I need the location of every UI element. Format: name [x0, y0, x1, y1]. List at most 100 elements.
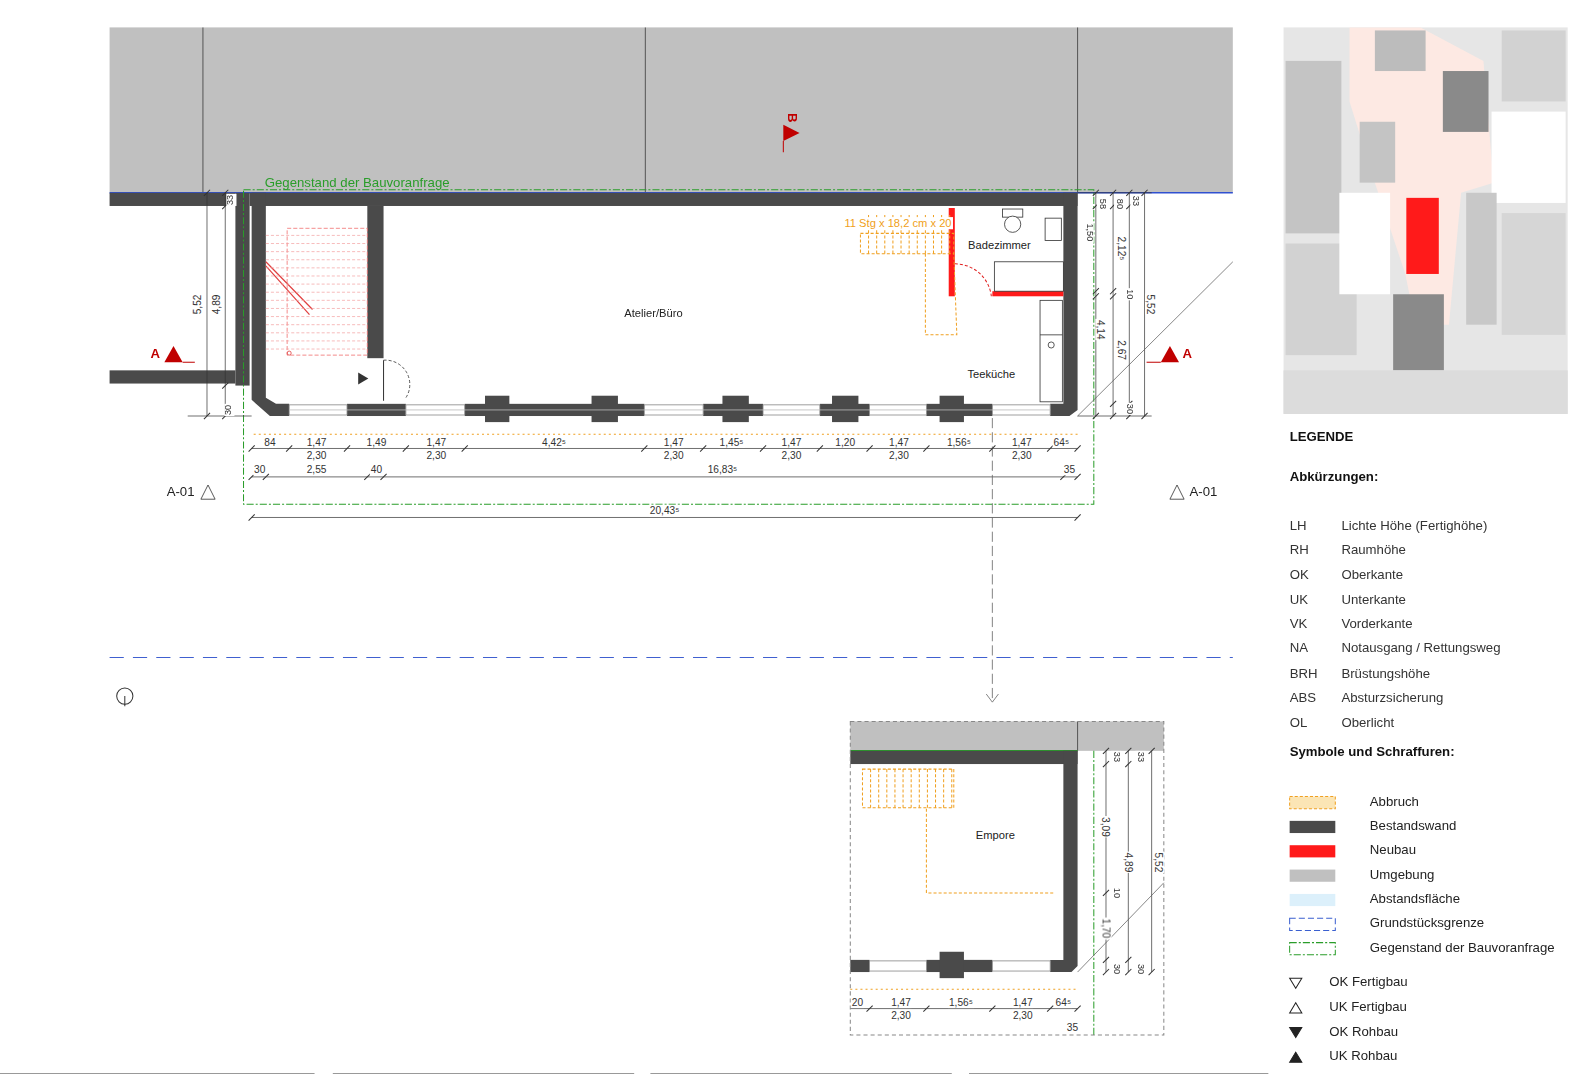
plan-label: Abkürzungen:: [1290, 470, 1379, 485]
plan-detail: [1093, 190, 1099, 196]
plan-detail: [266, 349, 367, 350]
plan-detail: [1110, 288, 1116, 294]
plan-label: Raumhöhe: [1341, 543, 1406, 558]
plan-detail: [919, 769, 920, 808]
plan-detail: [1149, 748, 1155, 754]
plan-label: Absturzsicherung: [1341, 691, 1443, 706]
legend-swatch: [1290, 894, 1336, 906]
plan-label: Oberkante: [1341, 568, 1403, 583]
plan-detail: [266, 284, 367, 285]
legend-swatch: [1290, 797, 1336, 809]
dimension-label: 30: [1124, 403, 1134, 415]
legend-text: Neubau: [1370, 843, 1416, 858]
plan-detail: [1142, 190, 1148, 196]
plan-detail: [867, 445, 873, 451]
plan-label: A-01: [1189, 485, 1217, 500]
dimension-label: 30: [253, 464, 266, 475]
walls: [250, 193, 1078, 422]
legend-text: Abstandsfläche: [1370, 892, 1460, 907]
dimension-label: 1,47: [1012, 997, 1034, 1008]
plan-label: Atelier/Büro: [624, 306, 682, 318]
dimension-label: 11 Stg x 18,2 cm x 20: [843, 217, 952, 229]
plan-detail: [266, 324, 367, 325]
plan-detail: [878, 769, 879, 808]
plan-detail: [1075, 514, 1081, 520]
legend-swatch: [1290, 821, 1336, 833]
plan-detail: [266, 332, 367, 333]
plan-label: Notausgang / Rettungsweg: [1341, 641, 1500, 656]
plan-detail: [1110, 190, 1116, 196]
dimension-label: 33: [1135, 751, 1145, 763]
dimension-label: 1,56⁵: [948, 997, 974, 1008]
plan-detail: [927, 769, 928, 808]
plan-label: VK: [1290, 617, 1308, 632]
plan-detail: [266, 251, 367, 252]
plan-detail: [1103, 969, 1109, 975]
legend-swatch: [1290, 870, 1336, 882]
dimension-label: 4,89: [211, 294, 222, 316]
dimension-label: 1,45⁵: [719, 437, 745, 448]
dimension-label: 64⁵: [1053, 437, 1071, 448]
legend-text: UK Rohbau: [1329, 1049, 1397, 1064]
site-map: [1284, 27, 1568, 414]
legend-text: OK Rohbau: [1329, 1024, 1398, 1039]
plan-detail: [1103, 957, 1109, 963]
plan-label: Brüstungshöhe: [1341, 667, 1430, 682]
plan-detail: [266, 300, 367, 301]
plan-label: A: [150, 347, 160, 362]
plan-detail: [894, 769, 895, 808]
dimension-label: 33: [1130, 195, 1140, 207]
property-line: [110, 657, 1233, 658]
legend-text: Gegenstand der Bauvoranfrage: [1370, 941, 1555, 956]
plan-detail: [222, 383, 228, 389]
sheet-lines: [0, 1073, 1268, 1074]
new-stair: [266, 228, 367, 355]
plan-detail: [266, 308, 367, 309]
legend-text: UK Fertigbau: [1329, 1000, 1407, 1015]
dimension-label: 35: [1066, 1022, 1079, 1033]
plan-detail: [266, 259, 367, 260]
plan-detail: [870, 769, 871, 808]
plan-label: LH: [1290, 519, 1307, 534]
plan-detail: [1125, 748, 1131, 754]
plan-detail: [266, 292, 367, 293]
level-symbol: [1290, 978, 1302, 988]
plan-detail: [1103, 890, 1109, 896]
legend-text: Abbruch: [1370, 794, 1419, 809]
plan-label: Gegenstand der Bauvoranfrage: [265, 175, 450, 190]
plan-detail: [943, 769, 944, 808]
dimension-label: 2,30: [306, 450, 328, 461]
plan-detail: [903, 769, 904, 808]
plan-detail: [935, 769, 936, 808]
plan-detail: [867, 1006, 873, 1012]
plan-detail: [266, 267, 367, 268]
plan-detail: [204, 190, 210, 196]
dimension-label: 1,56⁵: [946, 437, 972, 448]
plan-detail: [886, 769, 887, 808]
dimension-label: 2,30: [888, 450, 910, 461]
dimension-lines: [188, 193, 1233, 518]
dimension-label: 5,52: [192, 294, 203, 316]
plan-detail: [1093, 293, 1099, 299]
level-symbol: [1290, 1027, 1302, 1037]
legend-line-sample: [1290, 943, 1336, 955]
plan-detail: [1075, 1006, 1081, 1012]
plan-detail: [266, 243, 367, 244]
plan-detail: [286, 445, 292, 451]
plan-detail: [1093, 288, 1099, 294]
plan-detail: [1149, 969, 1155, 975]
dimension-label: 20,43⁵: [649, 505, 681, 516]
dimension-label: 2,30: [663, 450, 685, 461]
dimension-label: 2,30: [425, 450, 447, 461]
plan-detail: [817, 445, 823, 451]
dimension-label: 84: [263, 437, 276, 448]
dimension-label: 4,42⁵: [541, 437, 567, 448]
plan-detail: [1110, 401, 1116, 407]
legend-text: Umgebung: [1370, 868, 1435, 883]
plan-detail: [1075, 445, 1081, 451]
plan-detail: [1047, 1006, 1053, 1012]
ticks: [204, 190, 1155, 1012]
